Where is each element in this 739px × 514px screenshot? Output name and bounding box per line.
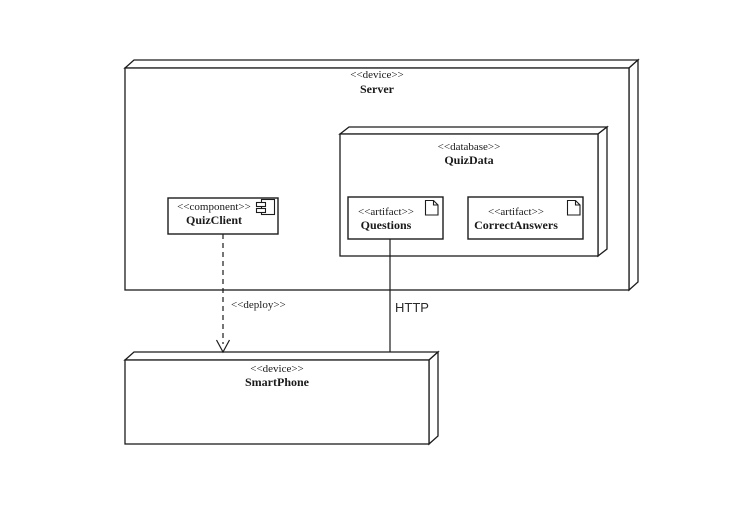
deploy-open-arrowhead [215, 339, 231, 354]
quizclient-stereotype: <<component>> [177, 201, 251, 213]
server-node-side-face [628, 58, 639, 292]
questions-stereotype: <<artifact>> [358, 206, 414, 218]
smartphone-name: SmartPhone [245, 375, 309, 389]
quizdata-name: QuizData [444, 153, 494, 167]
quizdata-node-top-face [338, 126, 609, 135]
server-name: Server [360, 82, 394, 96]
smartphone-device-node [123, 350, 440, 446]
quizdata-stereotype: <<database>> [437, 141, 501, 153]
quizdata-node-side-face [597, 125, 608, 258]
smartphone-node-top-face [123, 351, 440, 361]
correctanswers-artifact-box [467, 196, 584, 240]
server-stereotype: <<device>> [350, 69, 404, 81]
smartphone-node-side-face [428, 350, 439, 446]
deploy-connector-label: <<deploy>> [231, 299, 286, 311]
http-connector-label: HTTP [395, 300, 429, 315]
correctanswers-stereotype: <<artifact>> [488, 206, 544, 218]
smartphone-stereotype: <<device>> [250, 363, 304, 375]
component-icon [255, 198, 276, 216]
questions-name: Questions [360, 218, 412, 232]
smartphone-node-front-face [124, 359, 430, 445]
quizdata-database-node [338, 125, 609, 258]
correctanswers-name: CorrectAnswers [474, 218, 558, 232]
artifact-icon [424, 199, 439, 216]
server-node-top-face [123, 59, 640, 69]
artifact-icon [566, 199, 581, 216]
quizclient-name: QuizClient [186, 213, 242, 227]
